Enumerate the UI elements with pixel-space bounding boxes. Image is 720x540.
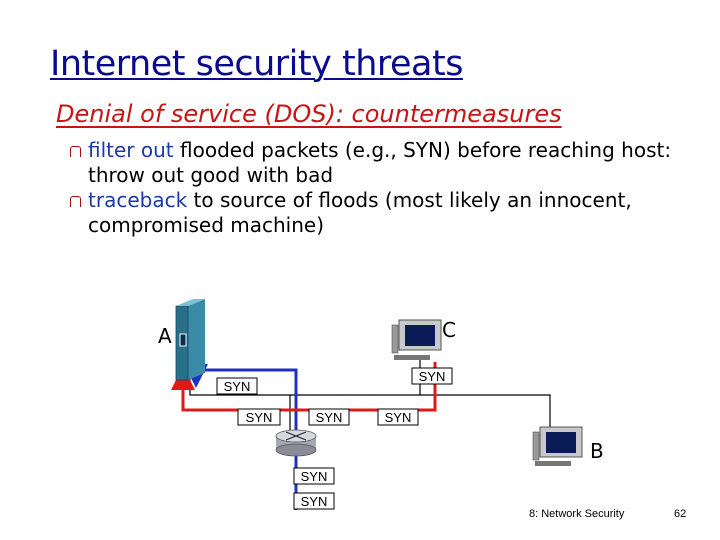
page-number: 62 — [674, 508, 687, 520]
bullet-list: filter out flooded packets (e.g., SYN) b… — [70, 138, 678, 238]
slide-title: Internet security threats — [50, 44, 463, 84]
footer-label: 8: Network Security — [529, 508, 625, 520]
server-icon — [175, 299, 205, 381]
host-c-label: C — [442, 318, 456, 342]
syn-packet: SYN — [377, 408, 419, 426]
syn-packet-label: SYN — [246, 410, 273, 425]
bullet-keyword: filter out — [88, 138, 174, 162]
syn-packet-label: SYN — [301, 494, 328, 509]
bullet-keyword: traceback — [88, 188, 188, 212]
router-icon — [275, 429, 317, 457]
syn-packet: SYN — [237, 408, 281, 426]
syn-packet-label: SYN — [224, 379, 251, 394]
bullet-item-filter: filter out flooded packets (e.g., SYN) b… — [70, 138, 678, 188]
workstation-icon — [391, 319, 442, 360]
syn-packet-label: SYN — [301, 469, 328, 484]
syn-packet: SYN — [308, 408, 350, 426]
slide-subtitle: Denial of service (DOS): countermeasures — [56, 100, 562, 128]
syn-packet-label: SYN — [385, 410, 412, 425]
bullet-item-traceback: traceback to source of floods (most like… — [70, 188, 678, 238]
bullet-icon — [70, 146, 81, 157]
syn-packet-label: SYN — [316, 410, 343, 425]
syn-packet: SYN — [293, 492, 335, 510]
bullet-text: flooded packets (e.g., SYN) before reach… — [88, 138, 672, 187]
host-a-label: A — [158, 324, 172, 348]
syn-packet-label: SYN — [419, 369, 446, 384]
workstation-icon — [532, 426, 583, 466]
host-b-label: B — [590, 439, 604, 463]
syn-packet: SYN — [293, 467, 335, 485]
bullet-icon — [70, 196, 81, 207]
bullet-text: to source of floods (most likely an inno… — [88, 188, 632, 237]
syn-packet: SYN — [216, 377, 258, 395]
syn-packet: SYN — [411, 367, 453, 385]
